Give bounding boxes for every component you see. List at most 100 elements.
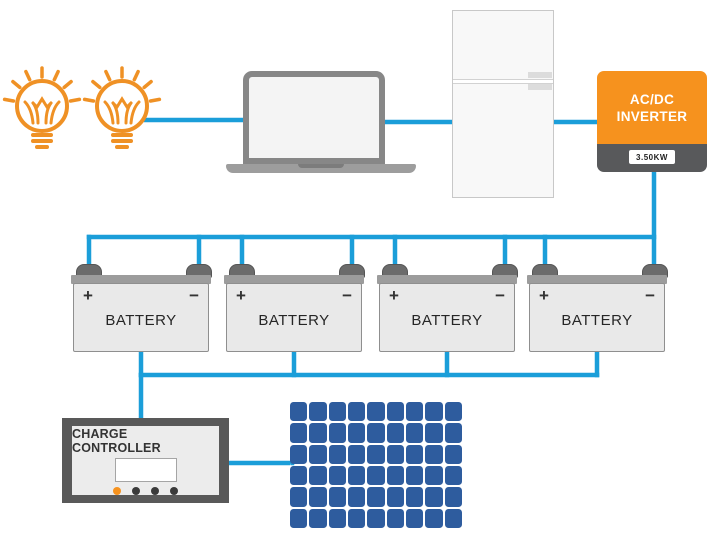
solar-cell — [309, 466, 327, 486]
minus-sign: − — [189, 286, 199, 305]
refrigerator-icon — [452, 10, 554, 198]
controller-led — [132, 486, 140, 495]
solar-cell — [386, 466, 404, 486]
solar-cell — [444, 444, 462, 464]
solar-cell — [444, 487, 462, 507]
solar-cell — [406, 402, 424, 422]
solar-cell — [348, 402, 366, 422]
plus-sign: + — [236, 286, 246, 305]
solar-cell — [290, 444, 308, 464]
solar-cell — [367, 487, 385, 507]
solar-cell — [367, 402, 385, 422]
battery: + − BATTERY — [527, 264, 668, 352]
solar-cell — [367, 466, 385, 486]
solar-cell — [444, 508, 462, 528]
solar-cell — [348, 487, 366, 507]
solar-cell — [328, 508, 346, 528]
solar-cell — [386, 402, 404, 422]
fridge-handle — [528, 84, 552, 90]
battery-label: BATTERY — [411, 312, 483, 329]
solar-cell — [348, 508, 366, 528]
solar-cell — [425, 423, 443, 443]
battery-body: + − BATTERY — [529, 283, 665, 352]
minus-sign: − — [495, 286, 505, 305]
inverter: AC/DC INVERTER 3.50KW — [597, 71, 707, 172]
solar-cell — [328, 423, 346, 443]
battery-top-strip — [71, 275, 211, 284]
solar-cell — [425, 402, 443, 422]
solar-cell — [290, 487, 308, 507]
battery: + − BATTERY — [224, 264, 365, 352]
laptop-base — [226, 164, 416, 173]
solar-cell — [290, 423, 308, 443]
controller-led — [113, 486, 121, 495]
solar-cell — [309, 508, 327, 528]
solar-cell — [328, 444, 346, 464]
solar-cell — [386, 487, 404, 507]
laptop-icon — [243, 71, 385, 164]
light-bulb-icon — [2, 66, 82, 149]
battery-body: + − BATTERY — [226, 283, 362, 352]
solar-cell — [309, 487, 327, 507]
battery-top-strip — [527, 275, 667, 284]
light-bulb-icon — [82, 66, 162, 149]
plus-sign: + — [539, 286, 549, 305]
charge-controller-leds — [113, 486, 178, 495]
solar-cell — [348, 423, 366, 443]
battery: + − BATTERY — [71, 264, 212, 352]
solar-cell — [425, 508, 443, 528]
inverter-label-line1: AC/DC — [629, 92, 675, 107]
solar-cell — [328, 402, 346, 422]
solar-cell — [444, 402, 462, 422]
plus-sign: + — [83, 286, 93, 305]
solar-cell — [425, 444, 443, 464]
charge-controller-display — [114, 457, 177, 482]
solar-cell — [367, 423, 385, 443]
battery-body: + − BATTERY — [73, 283, 209, 352]
solar-cell — [386, 444, 404, 464]
battery: + − BATTERY — [377, 264, 518, 352]
solar-cell — [425, 487, 443, 507]
plus-sign: + — [389, 286, 399, 305]
solar-cell — [309, 423, 327, 443]
solar-cell — [425, 466, 443, 486]
solar-cell — [386, 508, 404, 528]
fridge-divider — [453, 79, 553, 84]
solar-cell — [406, 508, 424, 528]
minus-sign: − — [342, 286, 352, 305]
inverter-label-line2: INVERTER — [616, 109, 688, 124]
solar-panel — [290, 402, 462, 528]
minus-sign: − — [645, 286, 655, 305]
inverter-rating-badge: 3.50KW — [629, 150, 675, 164]
battery-label: BATTERY — [561, 312, 633, 329]
inverter-label: AC/DC INVERTER — [597, 71, 707, 144]
solar-cell — [367, 508, 385, 528]
battery-top-strip — [377, 275, 517, 284]
solar-cell — [290, 508, 308, 528]
solar-cell — [309, 444, 327, 464]
solar-cell — [386, 423, 404, 443]
solar-cell — [309, 402, 327, 422]
inverter-base: 3.50KW — [597, 144, 707, 172]
solar-cell — [328, 487, 346, 507]
fridge-handle — [528, 72, 552, 78]
solar-cell — [444, 466, 462, 486]
solar-cell — [290, 402, 308, 422]
battery-top-strip — [224, 275, 364, 284]
solar-cell — [367, 444, 385, 464]
solar-cell — [406, 487, 424, 507]
solar-cell — [444, 423, 462, 443]
solar-cell — [406, 466, 424, 486]
charge-controller: CHARGE CONTROLLER — [62, 418, 229, 503]
controller-led — [170, 486, 178, 495]
solar-cell — [290, 466, 308, 486]
solar-cell — [348, 444, 366, 464]
laptop-notch — [298, 164, 344, 168]
controller-led — [151, 486, 159, 495]
solar-cell — [328, 466, 346, 486]
battery-label: BATTERY — [258, 312, 330, 329]
solar-cell — [348, 466, 366, 486]
charge-controller-label: CHARGE CONTROLLER — [72, 426, 161, 455]
solar-panel-grid — [290, 402, 462, 528]
